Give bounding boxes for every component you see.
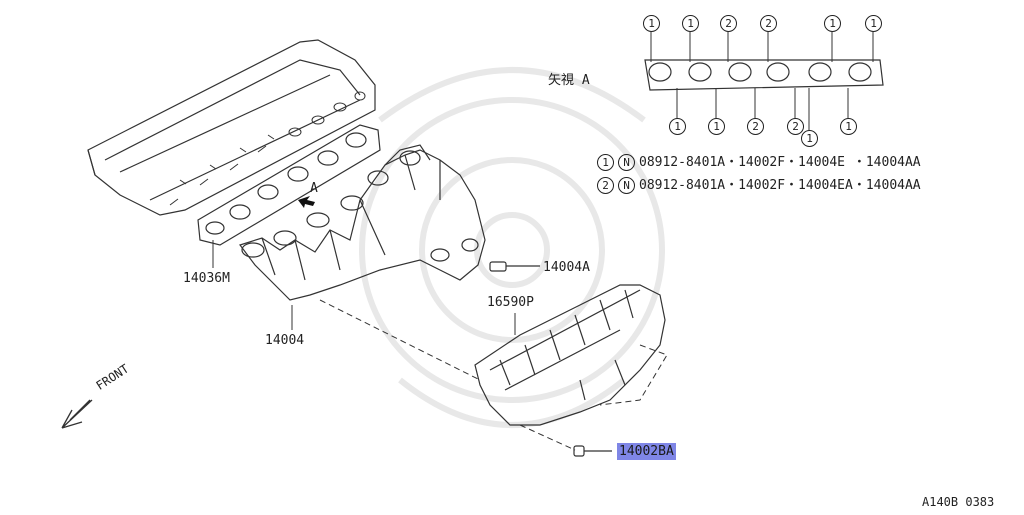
spec-row-2-number: 2 xyxy=(597,177,614,194)
spec-row-2-n-mark: N xyxy=(618,177,635,194)
bolt-14002BA xyxy=(573,445,612,457)
spec-row-1-number: 1 xyxy=(597,154,614,171)
exhaust-gasket-14036M xyxy=(197,124,381,246)
gasket-mark-bottom-3: 2 xyxy=(747,118,764,135)
part-label-14004: 14004 xyxy=(265,333,305,348)
gasket-mark-bottom-1: 1 xyxy=(669,118,686,135)
heat-shield-16590P xyxy=(474,284,666,426)
gasket-mark-bottom-2: 1 xyxy=(708,118,725,135)
gasket-mark-bottom-6: 1 xyxy=(840,118,857,135)
gasket-mark-top-1: 1 xyxy=(643,15,660,32)
view-A-gasket-diagram xyxy=(644,32,884,130)
cylinder-head xyxy=(87,39,376,216)
gasket-mark-top-4: 2 xyxy=(760,15,777,32)
part-label-14036M: 14036M xyxy=(183,271,230,286)
gasket-mark-top-5: 1 xyxy=(824,15,841,32)
part-label-16590P: 16590P xyxy=(487,295,534,310)
gasket-mark-top-2: 1 xyxy=(682,15,699,32)
diagram-code: A140B 0383 xyxy=(922,495,995,509)
spec-row-1-text: 08912-8401A・14002F・14004E ・14004AA xyxy=(639,155,921,170)
watermark-emblem xyxy=(359,67,665,428)
alignment-lines xyxy=(319,299,668,451)
view-arrow-A xyxy=(298,196,315,208)
arrow-label: A xyxy=(310,181,318,196)
gasket-mark-bottom-5: 1 xyxy=(801,130,818,147)
view-label: 矢視 A xyxy=(548,73,590,88)
spec-row-2-text: 08912-8401A・14002F・14004EA・14004AA xyxy=(639,178,921,193)
front-arrow xyxy=(61,399,93,429)
part-label-14004A: 14004A xyxy=(543,260,590,275)
gasket-mark-bottom-4: 2 xyxy=(787,118,804,135)
stud-14004A xyxy=(489,261,540,272)
part-label-14002BA[interactable]: 14002BA xyxy=(617,443,676,460)
gasket-mark-top-6: 1 xyxy=(865,15,882,32)
spec-row-1-n-mark: N xyxy=(618,154,635,171)
gasket-mark-top-3: 2 xyxy=(720,15,737,32)
exhaust-manifold-14004 xyxy=(239,144,486,301)
